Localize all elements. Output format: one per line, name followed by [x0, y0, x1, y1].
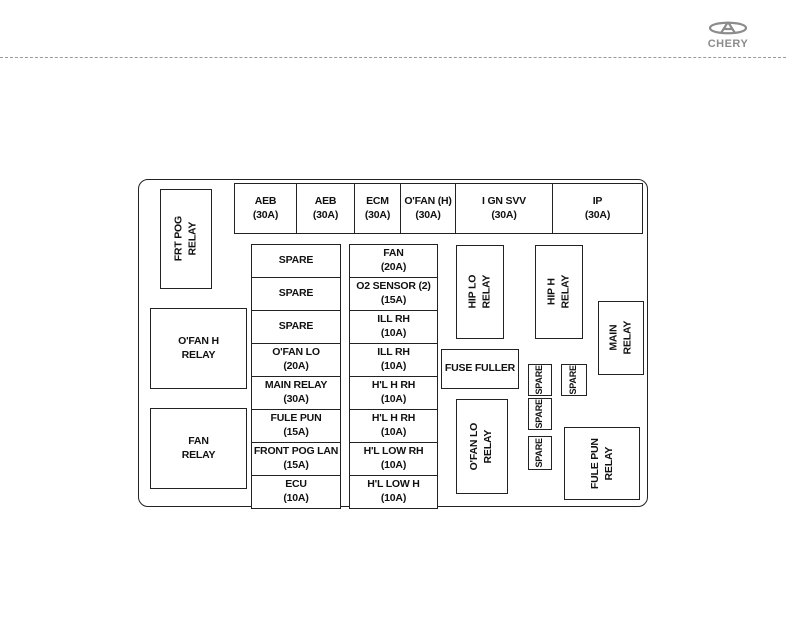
- fuse-left-1: SPARE: [251, 244, 341, 278]
- header-divider: [0, 57, 786, 58]
- fuse-top-ecm: ECM (30A): [354, 183, 401, 234]
- fuse-top-ign-svv: I GN SVV (30A): [455, 183, 553, 234]
- fuse-rating: (30A): [491, 208, 517, 221]
- fuse-rating: (30A): [415, 208, 441, 221]
- fuse-top-aeb-2: AEB (30A): [296, 183, 355, 234]
- spare-fuse-3: SPARE: [528, 398, 552, 430]
- chery-logo: CHERY: [698, 18, 758, 54]
- relay-hip-lo: HIP LO RELAY: [456, 245, 504, 339]
- fuse-left-4: O'FAN LO (20A): [251, 343, 341, 377]
- relay-fule-pun: FULE PUN RELAY: [564, 427, 640, 500]
- fuse-right-7: H'L LOW RH (10A): [349, 442, 438, 476]
- fuse-right-1: FAN (20A): [349, 244, 438, 278]
- fuse-right-8: H'L LOW H (10A): [349, 475, 438, 509]
- fuse-name: ECM: [366, 194, 389, 207]
- relay-ofan-h: O'FAN H RELAY: [150, 308, 247, 389]
- fuse-left-5: MAIN RELAY (30A): [251, 376, 341, 410]
- spare-fuse-1: SPARE: [528, 364, 552, 396]
- fuse-top-aeb-1: AEB (30A): [234, 183, 297, 234]
- relay-ofan-lo: O'FAN LO RELAY: [456, 399, 508, 494]
- fuse-left-7: FRONT POG LAN (15A): [251, 442, 341, 476]
- fuse-name: IP: [592, 194, 603, 207]
- fuse-left-3: SPARE: [251, 310, 341, 344]
- fuse-left-8: ECU (10A): [251, 475, 341, 509]
- fuse-name: O'FAN (H): [404, 194, 452, 207]
- relay-main: MAIN RELAY: [598, 301, 644, 375]
- spare-fuse-2: SPARE: [561, 364, 587, 396]
- fuse-right-5: H'L H RH (10A): [349, 376, 438, 410]
- fuse-left-2: SPARE: [251, 277, 341, 311]
- fuse-right-3: ILL RH (10A): [349, 310, 438, 344]
- relay-hip-h: HIP H RELAY: [535, 245, 583, 339]
- relay-fan: FAN RELAY: [150, 408, 247, 489]
- fuse-puller: FUSE FULLER: [441, 349, 519, 389]
- fuse-top-ip: IP (30A): [552, 183, 643, 234]
- fuse-right-4: ILL RH (10A): [349, 343, 438, 377]
- fuse-name: AEB: [314, 194, 337, 207]
- chery-emblem-icon: [708, 21, 748, 35]
- fuse-rating: (30A): [252, 208, 279, 221]
- spare-fuse-4: SPARE: [528, 436, 552, 470]
- fuse-left-6: FULE PUN (15A): [251, 409, 341, 443]
- fuse-top-ofan-h: O'FAN (H) (30A): [400, 183, 456, 234]
- fuse-rating: (30A): [364, 208, 391, 221]
- fuse-rating: (30A): [584, 208, 611, 221]
- fuse-right-2: O2 SENSOR (2) (15A): [349, 277, 438, 311]
- relay-frt-pog: FRT POG RELAY: [160, 189, 212, 289]
- fuse-name: I GN SVV: [482, 194, 526, 207]
- fuse-right-6: H'L H RH (10A): [349, 409, 438, 443]
- brand-name: CHERY: [707, 38, 749, 50]
- fuse-name: AEB: [254, 194, 277, 207]
- fuse-rating: (30A): [312, 208, 339, 221]
